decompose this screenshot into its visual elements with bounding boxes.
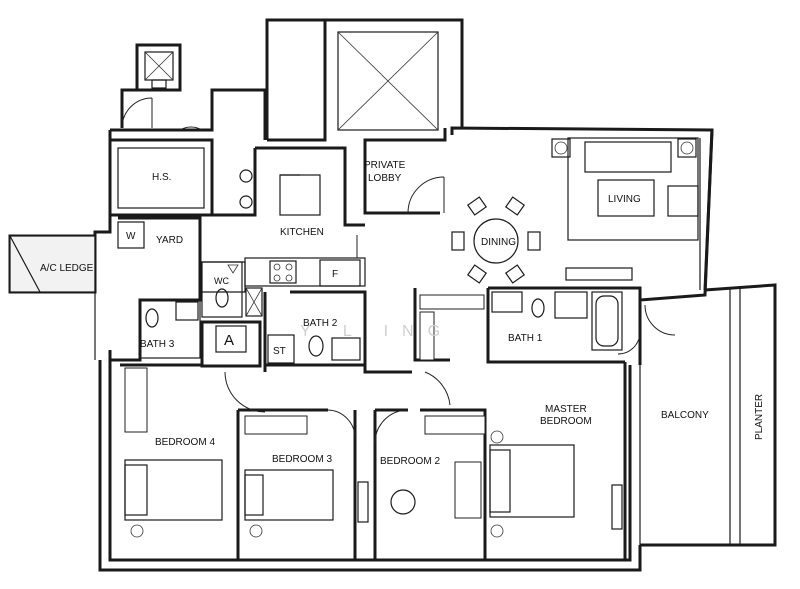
private-lobby-label-1: PRIVATE [364, 160, 406, 171]
yard-label: YARD [156, 235, 183, 246]
watermark: Y L ING [300, 323, 454, 340]
wc-label: WC [214, 276, 229, 286]
fridge-label: F [332, 269, 338, 280]
private-lobby-label-2: LOBBY [368, 173, 402, 184]
bath-2-label: BATH 2 [303, 318, 338, 329]
aircon-box [200, 320, 262, 368]
living-set [551, 137, 701, 290]
master-bedroom-label-1: MASTER [545, 404, 587, 415]
bedroom-4-label: BEDROOM 4 [155, 437, 215, 448]
bath-3-label: BATH 3 [140, 339, 175, 350]
dining-set [451, 196, 541, 284]
kitchen-label: KITCHEN [280, 227, 324, 238]
master-bedroom-label-2: BEDROOM [540, 416, 592, 427]
living-label: LIVING [608, 194, 641, 205]
dining-label: DINING [481, 237, 516, 248]
beds [124, 430, 623, 538]
wc-area [201, 261, 263, 318]
bedroom-walls [120, 362, 627, 560]
bedroom-2-label: BEDROOM 2 [380, 456, 440, 467]
bath-1-label: BATH 1 [508, 333, 543, 344]
wardrobes [124, 367, 486, 519]
bath-3 [139, 299, 201, 359]
aircon-label: A [224, 332, 234, 349]
ac-ledge-label: A/C LEDGE [40, 263, 94, 274]
balcony-area [639, 288, 741, 545]
ac-ledge-area [9, 235, 96, 360]
void-shaft [337, 31, 439, 131]
bedroom-3-label: BEDROOM 3 [272, 454, 332, 465]
private-lobby [407, 176, 445, 214]
kitchen-area [212, 146, 366, 287]
washer-label: W [126, 231, 136, 242]
service-shaft [144, 51, 174, 89]
balcony-label: BALCONY [661, 410, 709, 421]
hs-label: H.S. [152, 172, 171, 183]
bath-1 [413, 267, 676, 364]
planter-label: PLANTER [754, 394, 765, 440]
household-shelter [108, 97, 214, 217]
store-label: ST [273, 346, 286, 357]
